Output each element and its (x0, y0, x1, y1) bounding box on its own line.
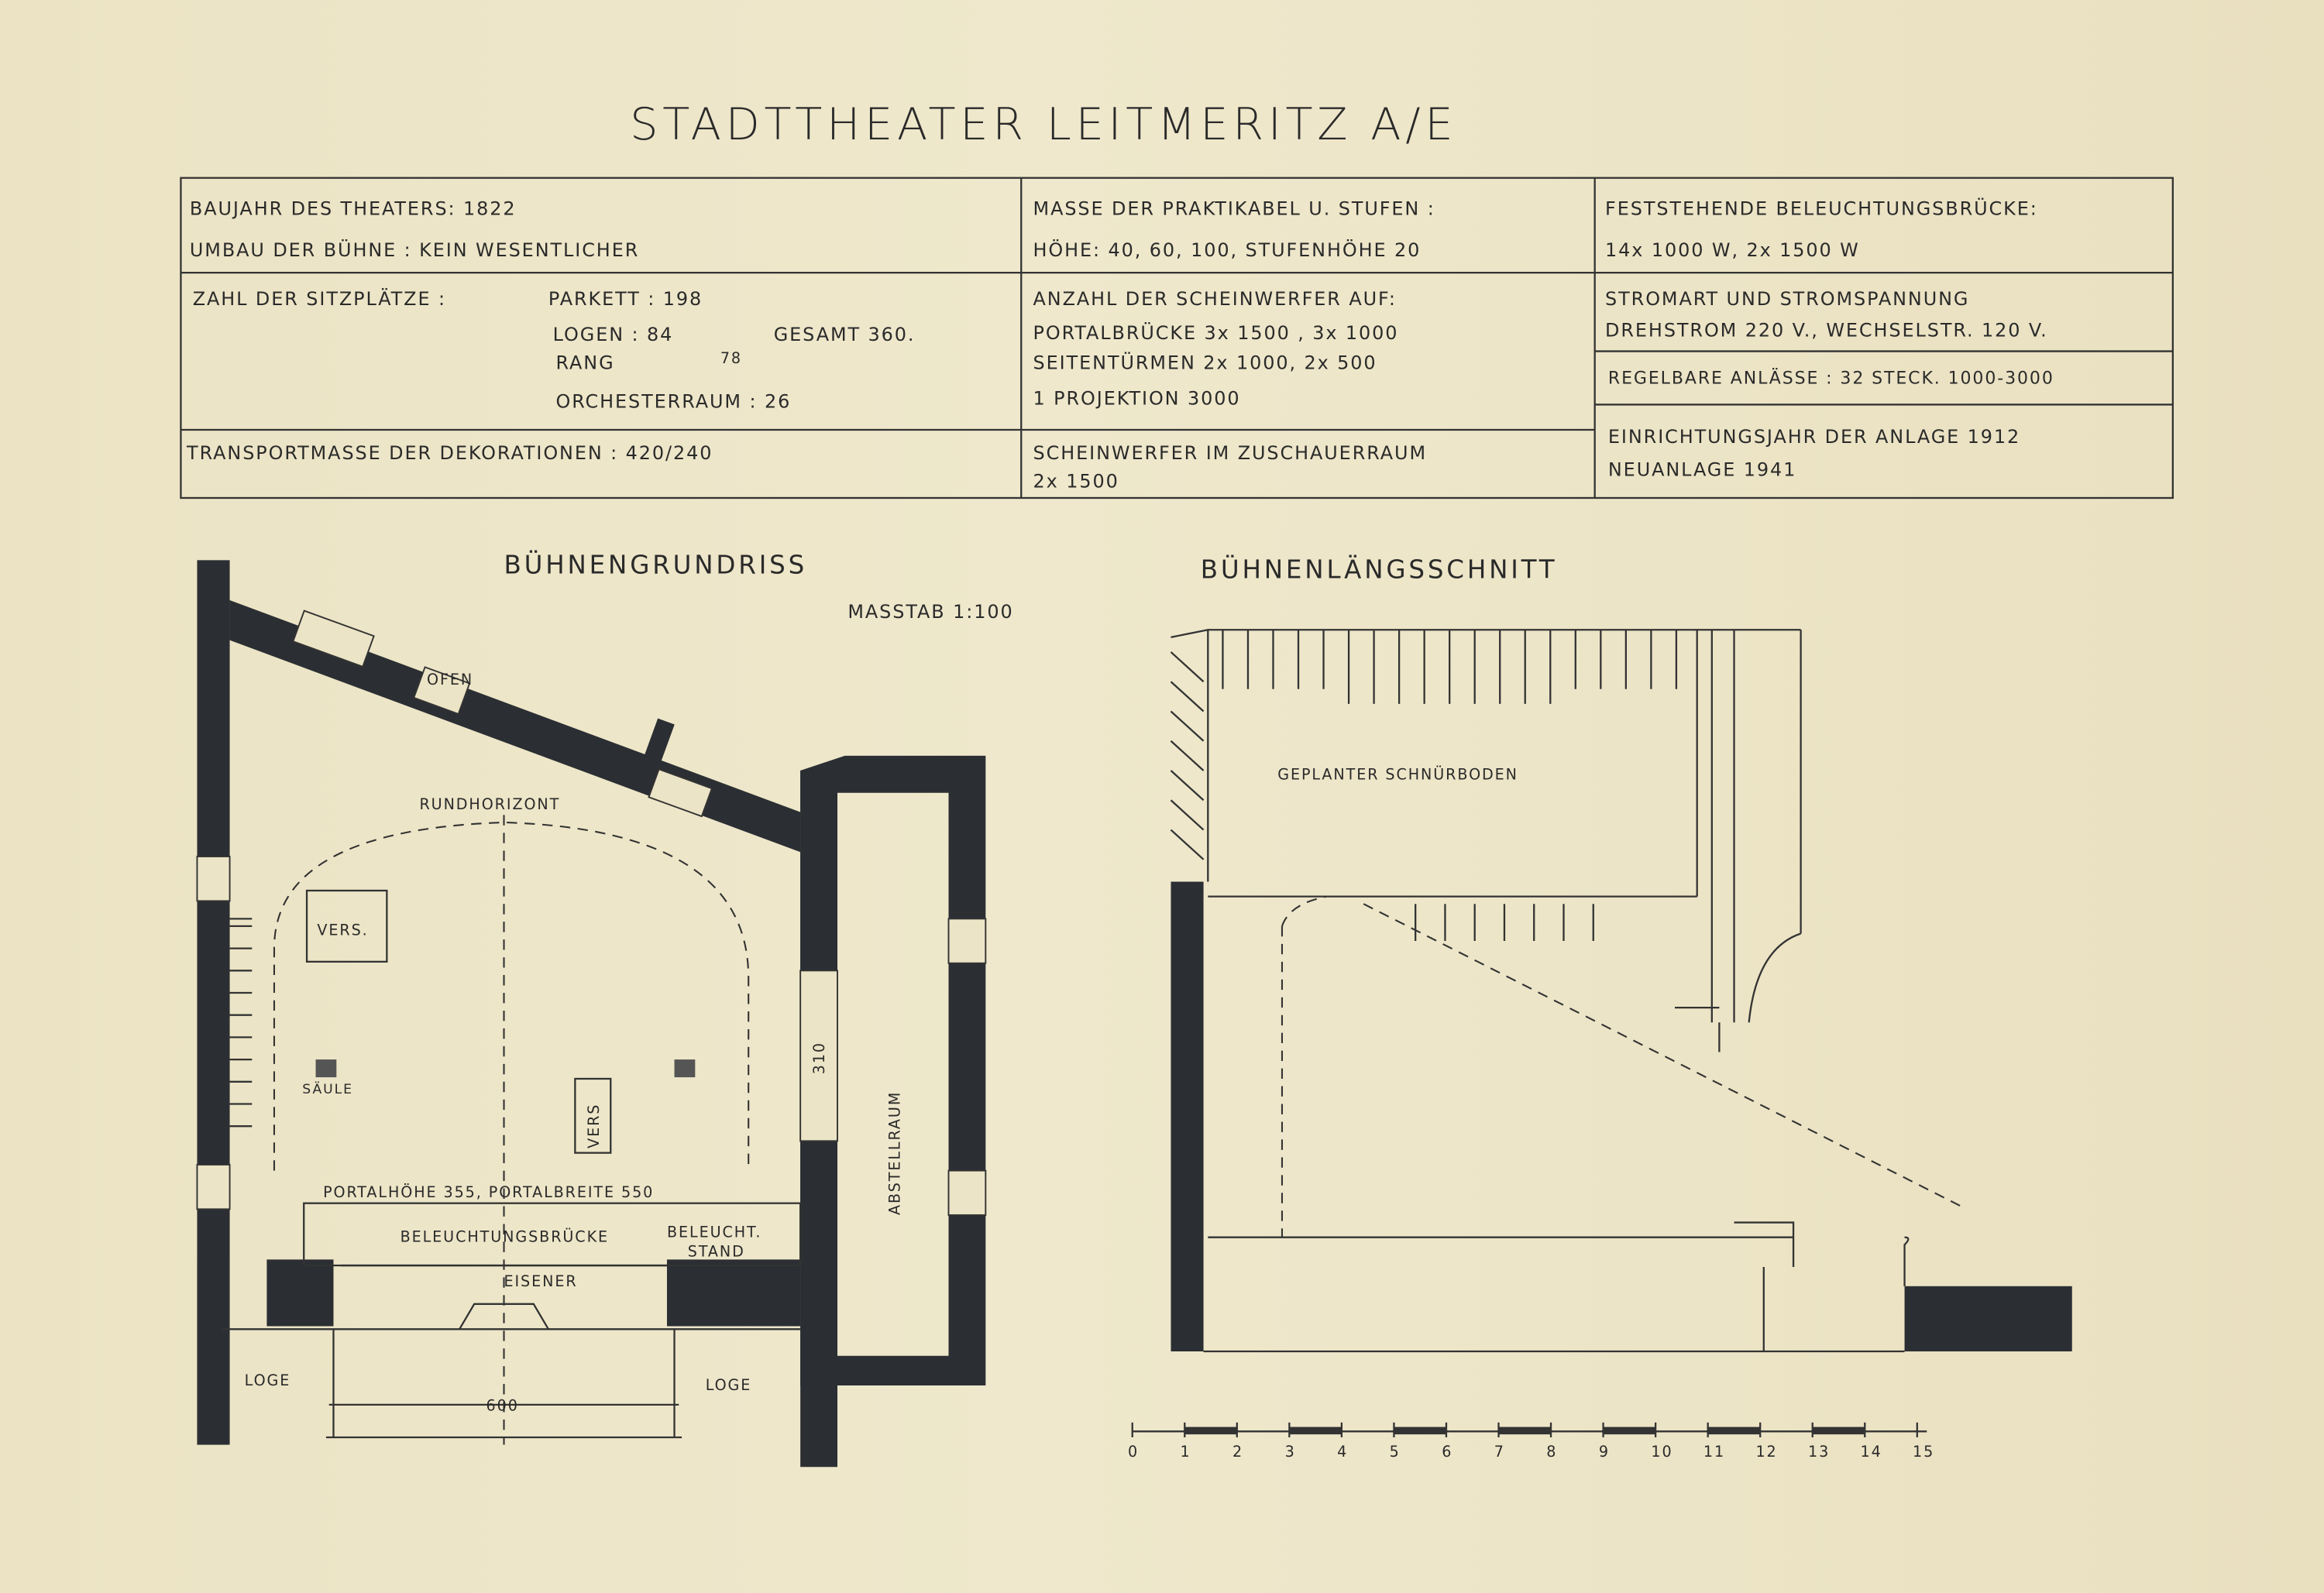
scale-tick-label: 2 (1232, 1443, 1243, 1461)
baujahr: BAUJAHR DES THEATERS: 1822 (190, 198, 517, 220)
stand-label: STAND (688, 1243, 745, 1261)
scale-tick-label: 0 (1128, 1443, 1139, 1461)
beleuchtungsbruecke-label: BELEUCHTUNGSBRÜCKE (401, 1227, 609, 1245)
gesamt: GESAMT 360. (774, 324, 916, 345)
praktikabel-2: HÖHE: 40, 60, 100, STUFENHÖHE 20 (1033, 239, 1422, 261)
scale-segment (1498, 1426, 1552, 1435)
strom-1: STROMART UND STROMSPANNUNG (1605, 288, 1969, 310)
info-table (180, 177, 2174, 500)
longitudinal-section (1170, 628, 2072, 1353)
scheinwerfer-3: SEITENTÜRMEN 2x 1000, 2x 500 (1033, 352, 1377, 374)
scale-tick-label: 10 (1651, 1443, 1673, 1461)
plan-heading: BÜHNENGRUNDRISS (504, 551, 808, 580)
brucke-2: 14x 1000 W, 2x 1500 W (1605, 239, 1860, 261)
scale-tick-label: 1 (1181, 1443, 1191, 1461)
scheinwerfer-4: 1 PROJEKTION 3000 (1033, 387, 1241, 409)
scale-segment (1394, 1426, 1446, 1435)
abstellraum-label: ABSTELLRAUM (885, 1091, 903, 1215)
scale-tick-label: 14 (1861, 1443, 1882, 1461)
scale-tick-label: 4 (1337, 1443, 1348, 1461)
vers-vertical-label: VERS (585, 1104, 603, 1148)
umbau: UMBAU DER BÜHNE : KEIN WESENTLICHER (190, 239, 639, 261)
scale-tick-label: 7 (1494, 1443, 1505, 1461)
rang-value: 78 (720, 349, 742, 367)
zuschauer-1: SCHEINWERFER IM ZUSCHAUERRAUM (1033, 442, 1427, 464)
scale-segment (1603, 1426, 1656, 1435)
scale-tick-label: 8 (1546, 1443, 1557, 1461)
scale-tick-label: 5 (1390, 1443, 1401, 1461)
sitzplaetze-label: ZAHL DER SITZPLÄTZE : (193, 287, 446, 310)
scale-tick-label: 15 (1913, 1443, 1934, 1461)
logen: LOGEN : 84 (553, 324, 674, 345)
scale-tick-label: 13 (1808, 1443, 1830, 1461)
section-heading: BÜHNENLÄNGSSCHNITT (1201, 554, 1558, 584)
scale-tick-label: 9 (1599, 1443, 1610, 1461)
scheinwerfer-2: PORTALBRÜCKE 3x 1500 , 3x 1000 (1033, 321, 1399, 344)
loge-left-label: LOGE (245, 1372, 291, 1389)
eisener-label: EISENER (504, 1272, 578, 1290)
scale-segment (1289, 1426, 1342, 1435)
regelbar: REGELBARE ANLÄSSE : 32 STECK. 1000-3000 (1608, 369, 2054, 389)
schnuerboden-label: GEPLANTER SCHNÜRBODEN (1277, 765, 1518, 783)
scale-tick-label: 12 (1755, 1443, 1777, 1461)
floor-plan (196, 560, 987, 1468)
scale-segment (1812, 1426, 1865, 1435)
portal-label: PORTALHÖHE 355, PORTALBREITE 550 (323, 1183, 654, 1201)
width-dimension: 600 (486, 1397, 519, 1415)
rang: RANG (555, 352, 614, 374)
scale-tick-label: 3 (1285, 1443, 1296, 1461)
loge-right-label: LOGE (706, 1376, 752, 1394)
zuschauer-2: 2x 1500 (1033, 471, 1119, 493)
plan-scale: MASSTAB 1:100 (847, 601, 1013, 623)
scale-tick-label: 11 (1703, 1443, 1725, 1461)
beleucht-label: BELEUCHT. (667, 1224, 761, 1241)
brucke-1: FESTSTEHENDE BELEUCHTUNGSBRÜCKE: (1605, 197, 2038, 220)
transport: TRANSPORTMASSE DER DEKORATIONEN : 420/24… (186, 442, 713, 464)
einrichtung-2: NEUANLAGE 1941 (1608, 458, 1796, 480)
scale-tick-label: 6 (1442, 1443, 1452, 1461)
strom-2: DREHSTROM 220 V., WECHSELSTR. 120 V. (1605, 319, 2048, 341)
parkett: PARKETT : 198 (548, 288, 703, 310)
scheinwerfer-1: ANZAHL DER SCHEINWERFER AUF: (1033, 288, 1397, 310)
vers-label: VERS. (317, 921, 368, 939)
saeule-label: SÄULE (302, 1081, 353, 1097)
title: STADTTHEATER LEITMERITZ A/E (630, 98, 1457, 150)
praktikabel-1: MASSE DER PRAKTIKABEL U. STUFEN : (1033, 198, 1435, 220)
einrichtung-1: EINRICHTUNGSJAHR DER ANLAGE 1912 (1608, 426, 2020, 448)
orchester: ORCHESTERRAUM : 26 (555, 390, 791, 412)
scale-segment (1707, 1426, 1761, 1435)
depth-dimension: 310 (810, 1042, 828, 1074)
ofen-label: OFEN (427, 671, 473, 688)
scale-segment (1184, 1426, 1237, 1435)
rundhorizont-label: RUNDHORIZONT (419, 795, 560, 813)
